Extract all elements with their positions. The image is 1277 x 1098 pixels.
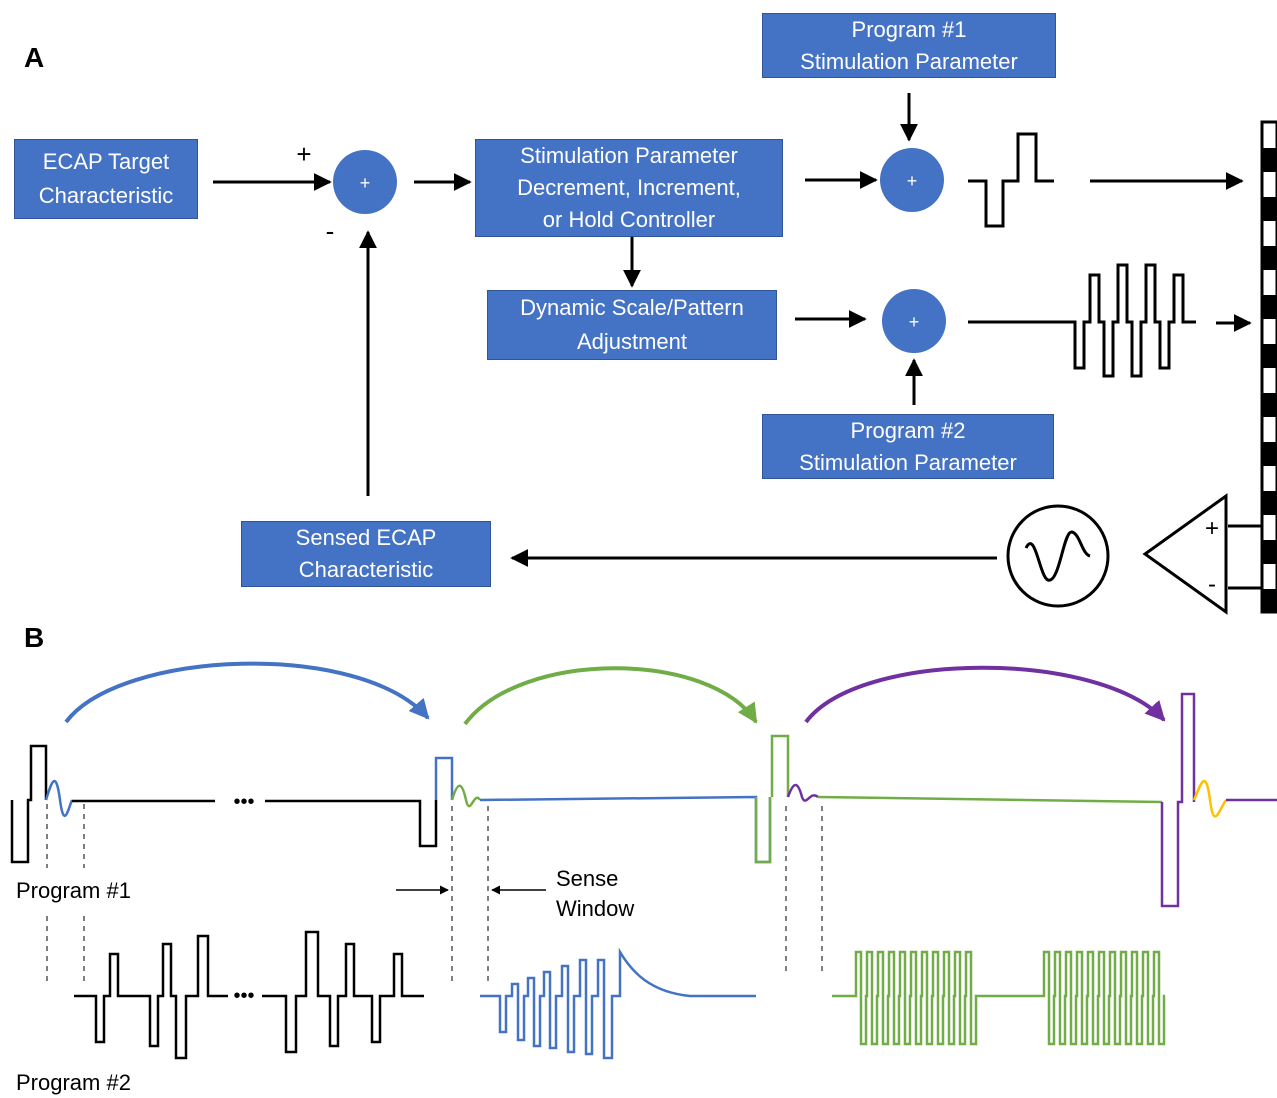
program2-param-block: Program #2 Stimulation Parameter [762, 414, 1054, 479]
program1-param-label: Program #1 Stimulation Parameter [800, 16, 1018, 74]
program1-blue-baseline [479, 795, 772, 864]
program1-green-baseline [817, 795, 1163, 804]
sensed-ecap-label: Sensed ECAP Characteristic [295, 525, 437, 582]
amplifier-minus: - [1208, 571, 1216, 598]
electrode-lead [1260, 120, 1277, 614]
ecap-sensor-icon [1006, 504, 1110, 608]
plus-sign: + [296, 139, 311, 169]
program2-pulse-waveform [968, 263, 1196, 378]
dynamic-scale-label: Dynamic Scale/Pattern Adjustment [520, 295, 744, 354]
green-progression-arrow [463, 666, 758, 726]
program1-yellow-ecap [1192, 780, 1228, 818]
program2-green-train [832, 950, 1166, 1046]
sense-window-dashes [46, 804, 823, 985]
summing-symbol-3: + [909, 312, 920, 332]
summing-junction-3 [882, 289, 946, 353]
program1-blue-pulse [434, 756, 454, 800]
sensed-ecap-block: Sensed ECAP Characteristic [241, 521, 491, 587]
sense-window-label: Sense Window [556, 866, 635, 921]
panel-a-label: A [24, 42, 45, 73]
program2-label: Program #2 [16, 1070, 131, 1095]
program1-purple-ecap [786, 783, 819, 802]
ellipsis-program2: ••• [233, 985, 254, 1007]
program1-green-ecap [450, 784, 482, 808]
program1-green-pulse [770, 734, 790, 797]
program2-black-train-b [262, 930, 424, 1054]
summing-symbol-2: + [907, 171, 918, 191]
program1-blue-to-green [754, 797, 772, 864]
program2-blue-train [480, 947, 756, 1060]
program1-blue-ecap [44, 780, 74, 818]
ecap-waveform-icon [1024, 530, 1091, 582]
ellipsis-program1: ••• [233, 791, 254, 813]
program2-black-train-a [74, 934, 228, 1060]
controller-block: Stimulation Parameter Decrement, Increme… [475, 139, 783, 237]
program1-label: Program #1 [16, 878, 131, 903]
dynamic-scale-block: Dynamic Scale/Pattern Adjustment [487, 290, 777, 360]
summing-symbol-1: + [360, 173, 371, 193]
summing-junction-1 [333, 150, 397, 214]
program1-black-baseline-b [265, 799, 438, 848]
summing-junction-2 [880, 148, 944, 212]
controller-label: Stimulation Parameter Decrement, Increme… [517, 143, 741, 232]
amplifier-plus: + [1205, 515, 1219, 542]
ecap-target-label: ECAP Target Characteristic [38, 149, 174, 208]
minus-sign: - [326, 216, 335, 246]
amplifier-icon [1142, 493, 1228, 615]
blue-progression-arrow [64, 661, 430, 724]
program1-pulse-waveform [968, 132, 1054, 228]
program1-black-pulse [10, 744, 48, 864]
panel-b-label: B [24, 622, 45, 653]
program1-purple-pulse [1160, 692, 1196, 908]
program1-param-block: Program #1 Stimulation Parameter [762, 13, 1056, 78]
program2-param-label: Program #2 Stimulation Parameter [799, 417, 1017, 475]
purple-progression-arrow [804, 665, 1166, 724]
panel-a-connectors [213, 93, 1262, 590]
ecap-target-block: ECAP Target Characteristic [14, 139, 198, 219]
